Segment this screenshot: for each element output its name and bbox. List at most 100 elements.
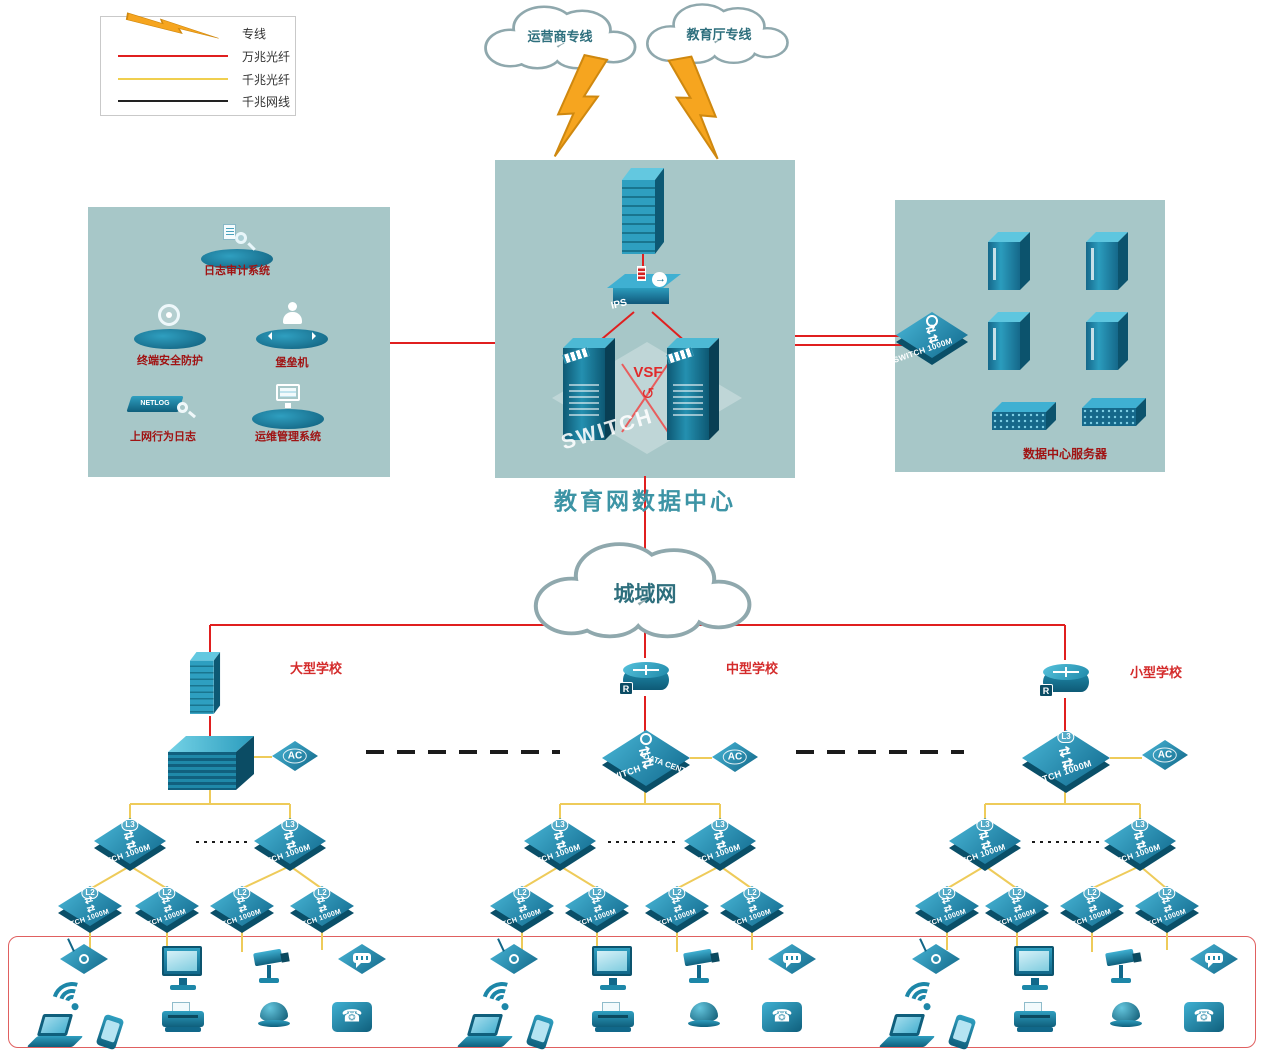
access-router-icon[interactable]: R [619, 660, 670, 696]
ptz-camera-icon[interactable] [682, 948, 724, 986]
smartphone-icon[interactable] [525, 1013, 555, 1051]
terminal-security-icon[interactable] [132, 302, 208, 350]
server-icon[interactable] [988, 312, 1030, 370]
cat-cable-lines [196, 750, 1100, 843]
netlog-icon[interactable]: NETLOG [125, 388, 201, 436]
ptz-camera-icon[interactable] [252, 948, 294, 986]
l3-badge: L3 [121, 819, 139, 831]
wireless-controller-icon[interactable]: AC [272, 741, 318, 771]
core-firewall-icon[interactable] [622, 168, 664, 254]
dome-camera-icon[interactable] [1110, 1000, 1144, 1030]
dome-camera-icon[interactable] [688, 1000, 722, 1030]
access-router-icon[interactable]: R [1039, 662, 1090, 698]
core-switch-icon[interactable]: SWITCH DATA CENTER [602, 730, 698, 793]
l2-badge: L2 [1158, 887, 1176, 899]
message-device-icon[interactable] [1190, 944, 1238, 974]
printer-icon[interactable] [1014, 1002, 1058, 1034]
server-icon[interactable] [1086, 312, 1128, 370]
laptop-icon[interactable] [878, 1014, 936, 1050]
rack-server-icon[interactable] [1082, 398, 1146, 426]
l2-badge: L2 [588, 887, 606, 899]
server-panel-title: 数据中心服务器 [1022, 447, 1107, 461]
desktop-pc-icon[interactable] [592, 946, 640, 992]
desktop-pc-icon[interactable] [1014, 946, 1062, 992]
telephone-icon[interactable] [762, 1002, 802, 1032]
log-audit-icon[interactable] [199, 222, 275, 270]
smartphone-icon[interactable] [947, 1013, 977, 1051]
legend-item-label: 万兆光纤 [242, 50, 291, 64]
l2-badge: L2 [513, 887, 531, 899]
wireless-controller-icon[interactable]: AC [712, 742, 758, 772]
security-item-label: 上网行为日志 [130, 431, 196, 443]
laptop-icon[interactable] [456, 1014, 514, 1050]
server-panel-switch-icon[interactable]: SWITCH 1000M [892, 312, 968, 365]
datacenter-title: 教育网数据中心 [554, 489, 736, 514]
legend-1g-line [118, 78, 228, 80]
telephone-icon[interactable] [1184, 1002, 1224, 1032]
wireless-ap-icon[interactable] [60, 938, 108, 974]
wireless-controller-icon[interactable]: AC [1142, 740, 1188, 770]
l2-badge: L2 [313, 887, 331, 899]
security-item-label: 堡垒机 [275, 357, 309, 369]
server-icon[interactable] [988, 232, 1030, 290]
l2-badge: L2 [1083, 887, 1101, 899]
message-device-icon[interactable] [768, 944, 816, 974]
bastion-host-icon[interactable] [254, 302, 330, 350]
dedicated-line-bolts [125, 12, 724, 166]
school-firewall-icon[interactable] [190, 652, 221, 714]
router-badge: R [1039, 684, 1053, 697]
ips-device-icon[interactable]: IPS [607, 266, 681, 314]
router-badge: R [619, 682, 633, 695]
l2-badge: L2 [233, 887, 251, 899]
telephone-icon[interactable] [332, 1002, 372, 1032]
core-switch-icon[interactable]: L3 SWITCH 1000M [1022, 730, 1110, 793]
legend-item-label: 专线 [242, 27, 267, 41]
message-device-icon[interactable] [338, 944, 386, 974]
1g-fiber-lines [89, 756, 1168, 952]
cloud-isp-label: 运营商专线 [527, 29, 593, 44]
vsf-switch-tower-icon[interactable] [666, 338, 719, 440]
rack-server-icon[interactable] [992, 402, 1056, 430]
ips-label: IPS [609, 297, 629, 312]
security-item-label: 日志审计系统 [204, 265, 270, 277]
server-icon[interactable] [1086, 232, 1128, 290]
legend-item-label: 千兆网线 [242, 95, 291, 109]
printer-icon[interactable] [592, 1002, 636, 1034]
school-name-medium: 中型学校 [726, 661, 779, 676]
desktop-pc-icon[interactable] [162, 946, 210, 992]
legend-10g-line [118, 55, 228, 57]
dome-camera-icon[interactable] [258, 1000, 292, 1030]
vsf-label: VSF [633, 364, 663, 381]
ops-management-icon[interactable] [250, 382, 326, 430]
ptz-camera-icon[interactable] [1104, 948, 1146, 986]
cloud-edu-label: 教育厅专线 [686, 27, 752, 42]
l3-badge: L3 [551, 819, 569, 831]
core-switch-chassis-icon[interactable] [168, 736, 254, 790]
laptop-icon[interactable] [26, 1014, 84, 1050]
vsf-switch-tower-icon[interactable] [562, 338, 615, 440]
printer-icon[interactable] [162, 1002, 206, 1034]
smartphone-icon[interactable] [95, 1013, 125, 1051]
l2-badge: L2 [938, 887, 956, 899]
wireless-ap-icon[interactable] [912, 938, 960, 974]
l3-badge: L3 [976, 819, 994, 831]
